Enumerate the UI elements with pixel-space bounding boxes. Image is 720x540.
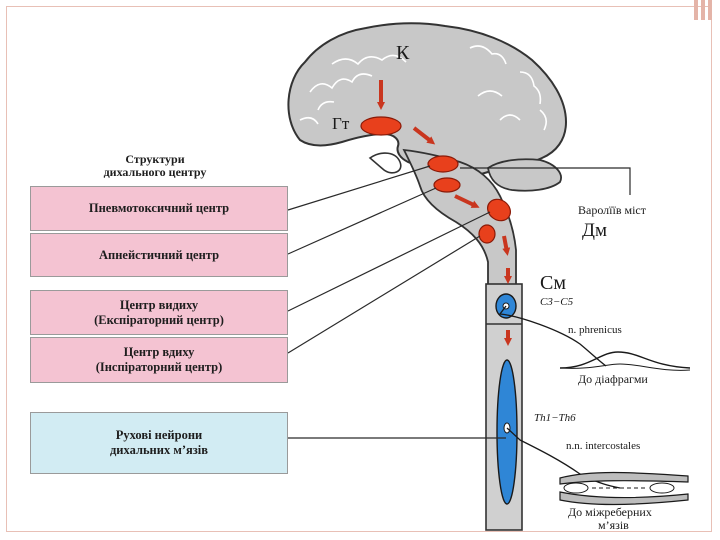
intercostal-muscles-label-2: м’язів [598, 518, 629, 532]
pneumotaxic-nucleus [427, 155, 459, 173]
box-label: Пневмотоксичний центр [88, 201, 230, 215]
cerebellum [487, 158, 562, 192]
thoracic-segment-label: Th1−Th6 [534, 412, 576, 424]
pneumotaxic-center-box: Пневмотоксичний центр [30, 186, 288, 231]
intercostal-nerves-label: n.n. intercostales [566, 440, 641, 452]
cortex-label: К [396, 42, 410, 64]
slide-frame [6, 6, 712, 532]
apneustic-nucleus [433, 177, 461, 193]
diaphragm-muscle [559, 363, 691, 371]
box-sublabel: (Інспіраторний центр) [95, 360, 223, 374]
box-sublabel: (Експіраторний центр) [94, 312, 224, 327]
inspiratory-center-box: Центр вдиху (Інспіраторний центр) [30, 337, 288, 383]
rib-upper [559, 471, 689, 485]
box-sublabel: дихальних м’язів [109, 443, 209, 457]
expiratory-nucleus [487, 198, 511, 222]
hypothalamus-label: Гт [332, 114, 350, 133]
diaphragm-label: До діафрагми [578, 372, 648, 386]
diaphragm-muscle [559, 351, 691, 369]
box-label: Центр вдиху [123, 345, 195, 359]
heading-line-1: Структури [125, 152, 185, 166]
expiratory-center-box: Центр видиху (Експіраторний центр) [30, 290, 288, 335]
structures-heading: Структури дихального центру [70, 153, 240, 179]
inspiratory-nucleus [478, 224, 496, 244]
phrenic-nerve [498, 305, 607, 367]
leader-lines [287, 165, 631, 439]
box-label: Апнейстичний центр [98, 247, 220, 262]
respiratory-motor-neurons-box: Рухові нейрони дихальних м’язів [30, 412, 288, 474]
corner-decoration [694, 0, 698, 20]
pons-label: Варолїїв міст [578, 203, 646, 217]
apneustic-center-box: Апнейстичний центр [30, 233, 288, 277]
intercostal-muscles-label: До міжреберних [568, 505, 652, 519]
hypothalamus-nucleus [360, 116, 402, 136]
intercostal-muscle-fiber [563, 482, 589, 494]
box-label: Рухові нейрони [115, 428, 203, 442]
brainstem-notch [368, 152, 402, 174]
rib-lower [559, 491, 689, 506]
brain-gyri [299, 45, 548, 131]
descending-arrows [377, 80, 512, 346]
medulla-label: Дм [582, 220, 607, 241]
corner-decoration [708, 0, 712, 20]
box-label: Центр видиху [119, 297, 199, 312]
cervical-segment-label: C3−C5 [540, 296, 574, 308]
phrenic-nerve-label: n. phrenicus [568, 324, 622, 336]
corner-decoration [701, 0, 705, 20]
intercostal-muscle-fiber [649, 482, 675, 494]
spinal-cord-label: Cм [540, 272, 566, 294]
heading-line-2: дихального центру [103, 165, 207, 179]
